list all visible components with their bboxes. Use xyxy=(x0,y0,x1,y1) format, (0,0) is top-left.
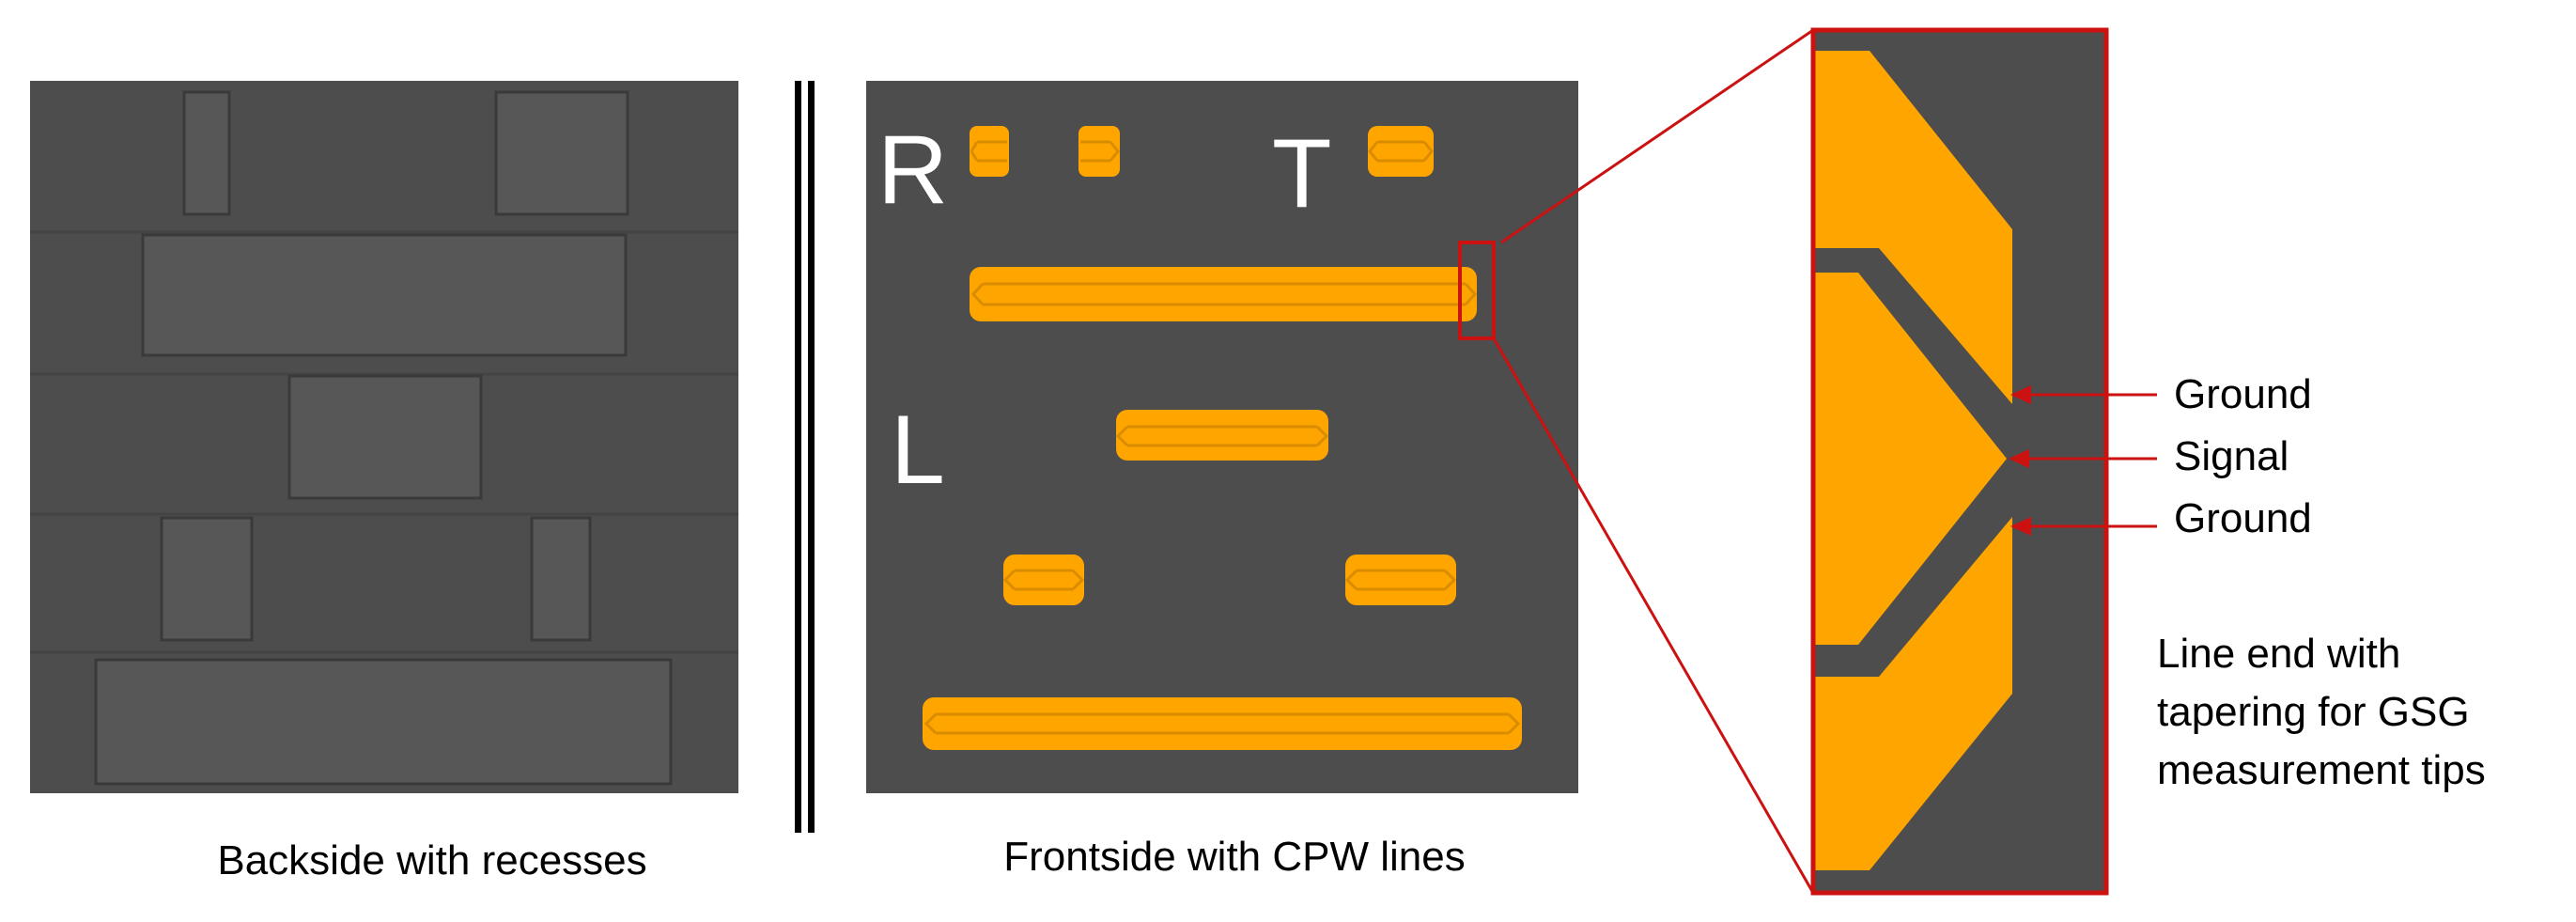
recess xyxy=(494,90,629,216)
panel-divider xyxy=(795,81,801,833)
arrow-ground-top xyxy=(2010,385,2157,404)
cpw-pad xyxy=(1002,555,1085,605)
cpw-line xyxy=(970,267,1478,321)
recess xyxy=(182,90,231,216)
zoom-frame xyxy=(1810,27,2109,896)
zoom-projection-line xyxy=(1500,28,1814,244)
cpw-pad xyxy=(970,126,1009,177)
backside-caption: Backside with recesses xyxy=(217,837,646,883)
annotation-ground-top: Ground xyxy=(2174,371,2312,417)
label-t: T xyxy=(1272,119,1332,228)
signal-conductor xyxy=(1813,273,2007,645)
cpw-line xyxy=(1115,410,1329,461)
annotation-signal: Signal xyxy=(2174,433,2289,479)
description-line: measurement tips xyxy=(2157,747,2486,793)
panel-divider xyxy=(808,81,815,833)
label-l: L xyxy=(891,396,945,505)
label-r: R xyxy=(877,116,948,225)
cpw-pad xyxy=(1368,126,1434,177)
zoom-projection-line xyxy=(1492,337,1815,894)
ground-conductor-top xyxy=(1813,51,2012,404)
recess xyxy=(530,516,592,642)
recess xyxy=(94,658,673,786)
frontside-caption: Frontside with CPW lines xyxy=(1003,834,1465,880)
backside-panel xyxy=(30,81,738,793)
cpw-pad xyxy=(1344,555,1457,605)
cpw-pad xyxy=(1079,126,1120,177)
description-line: tapering for GSG xyxy=(2157,689,2470,735)
recess xyxy=(160,516,254,642)
annotation-ground-bottom: Ground xyxy=(2174,495,2312,541)
description-line: Line end with xyxy=(2157,631,2400,677)
recess xyxy=(287,374,483,500)
frontside-panel: R T L xyxy=(866,81,1578,793)
recess xyxy=(141,233,628,357)
ground-conductor-bottom xyxy=(1813,517,2012,870)
arrow-signal xyxy=(2009,449,2157,468)
cpw-line xyxy=(923,697,1522,750)
highlight-box xyxy=(1458,241,1496,340)
zoom-panel xyxy=(1810,27,2109,896)
arrow-ground-bottom xyxy=(2010,517,2157,536)
